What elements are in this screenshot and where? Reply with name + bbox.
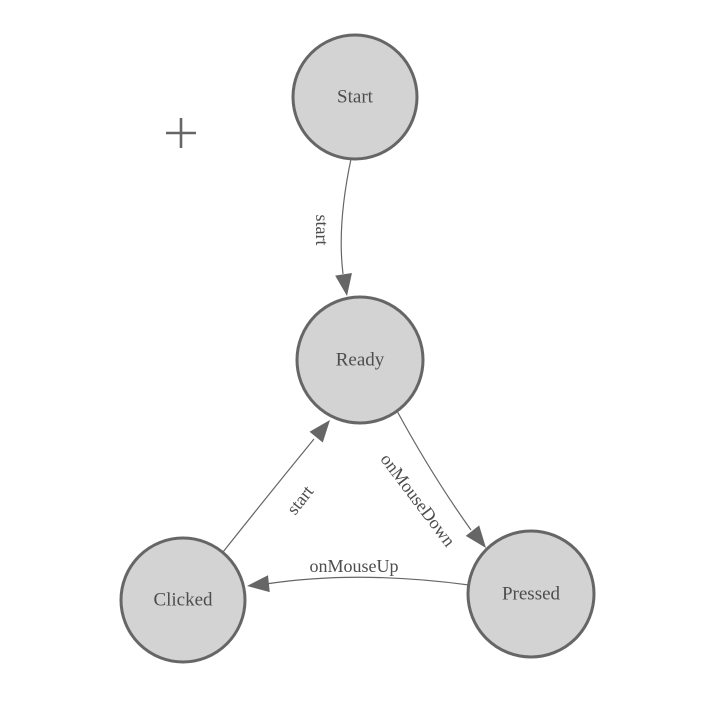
edge-line-start-ready[interactable] bbox=[340, 158, 352, 275]
node-label-pressed: Pressed bbox=[502, 584, 561, 605]
node-circle-pressed[interactable] bbox=[466, 529, 596, 659]
edge-label-clicked-ready: start bbox=[283, 482, 318, 519]
edge-line-ready-pressed[interactable] bbox=[396, 410, 472, 531]
node-pressed[interactable]: Pressed bbox=[466, 529, 596, 659]
edge-label-pressed-clicked: onMouseUp bbox=[310, 556, 399, 576]
arrowhead-icon bbox=[335, 272, 352, 296]
node-label-start: Start bbox=[337, 87, 374, 108]
arrowhead-icon bbox=[247, 575, 270, 593]
edge-line-clicked-ready[interactable] bbox=[222, 438, 315, 553]
arrowhead-icon bbox=[465, 525, 486, 548]
node-ready[interactable]: Ready bbox=[295, 295, 425, 425]
edge-label-ready-pressed: onMouseDown bbox=[377, 450, 460, 551]
edge-clicked-ready[interactable]: start bbox=[222, 420, 330, 553]
node-circle-start[interactable] bbox=[291, 33, 419, 161]
edge-label-start-ready: start bbox=[312, 215, 332, 246]
arrowhead-icon bbox=[309, 420, 330, 443]
node-start[interactable]: Start bbox=[291, 33, 419, 161]
crosshair-icon bbox=[166, 118, 196, 148]
node-clicked[interactable]: Clicked bbox=[119, 536, 247, 664]
edge-line-pressed-clicked[interactable] bbox=[265, 576, 470, 586]
edge-start-ready[interactable]: start bbox=[312, 158, 352, 296]
edge-pressed-clicked[interactable]: onMouseUp bbox=[247, 556, 470, 593]
node-circle-clicked[interactable] bbox=[119, 536, 247, 664]
node-circle-ready[interactable] bbox=[295, 295, 425, 425]
edge-ready-pressed[interactable]: onMouseDown bbox=[377, 410, 486, 551]
node-label-clicked: Clicked bbox=[153, 590, 213, 611]
node-label-ready: Ready bbox=[336, 350, 385, 371]
